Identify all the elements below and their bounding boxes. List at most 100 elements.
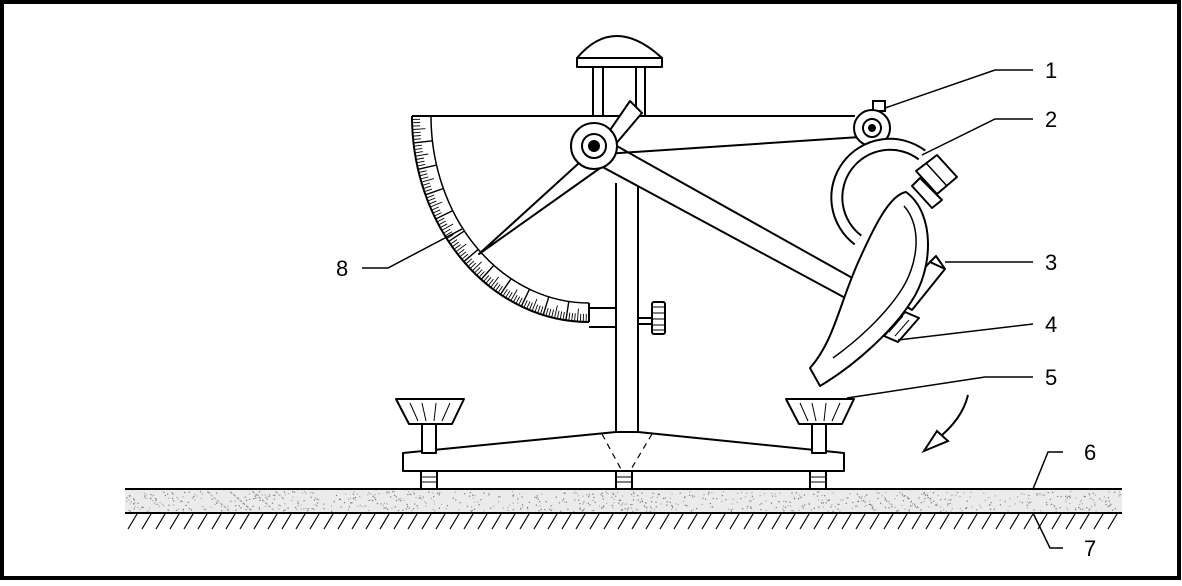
surface-speckle <box>1051 504 1052 505</box>
surface-speckle <box>216 493 217 494</box>
surface-speckle <box>653 493 654 494</box>
surface-speckle <box>901 492 902 493</box>
surface-speckle <box>403 500 404 501</box>
surface-speckle <box>578 495 579 496</box>
surface-speckle <box>539 501 540 502</box>
surface-speckle <box>1093 500 1094 501</box>
surface-speckle <box>420 498 421 499</box>
surface-speckle <box>628 507 629 508</box>
surface-speckle <box>752 496 753 497</box>
surface-speckle <box>471 506 472 507</box>
surface-speckle <box>732 508 733 509</box>
surface-speckle <box>772 496 773 497</box>
hatch-line <box>478 514 487 529</box>
surface-speckle <box>915 506 916 507</box>
surface-speckle <box>1050 499 1051 500</box>
surface-speckle <box>938 495 939 496</box>
surface-speckle <box>897 495 898 496</box>
surface-speckle <box>519 493 520 494</box>
surface-speckle <box>972 506 973 507</box>
surface-speckle <box>983 493 984 494</box>
surface-speckle <box>419 497 420 498</box>
surface-speckle <box>753 498 754 499</box>
surface-speckle <box>566 502 567 503</box>
surface-speckle <box>766 510 767 511</box>
surface-speckle <box>965 508 966 509</box>
callout-7: 7 <box>1084 536 1096 561</box>
surface-speckle <box>373 496 374 497</box>
surface-speckle <box>602 496 603 497</box>
surface-speckle <box>276 492 277 493</box>
surface-speckle <box>421 499 422 500</box>
surface-speckle <box>630 504 631 505</box>
surface-speckle <box>852 502 853 503</box>
hatch-line <box>1052 514 1061 529</box>
hatch-line <box>898 514 907 529</box>
surface-speckle <box>150 498 151 499</box>
surface-speckle <box>193 496 194 497</box>
surface-speckle <box>1086 507 1087 508</box>
hatch-line <box>282 514 291 529</box>
surface-speckle <box>259 507 260 508</box>
surface-speckle <box>631 494 632 495</box>
surface-speckle <box>670 502 671 503</box>
surface-speckle <box>995 495 996 496</box>
surface-speckle <box>916 507 917 508</box>
surface-speckle <box>928 506 929 507</box>
hatch-line <box>1024 514 1033 529</box>
surface-speckle <box>951 495 952 496</box>
surface-speckle <box>354 491 355 492</box>
surface-speckle <box>527 507 528 508</box>
surface-speckle <box>1041 494 1042 495</box>
surface-speckle <box>914 504 915 505</box>
surface-speckle <box>651 497 652 498</box>
surface-speckle <box>894 498 895 499</box>
surface-speckle <box>307 510 308 511</box>
surface-speckle <box>441 504 442 505</box>
surface-speckle <box>783 506 784 507</box>
surface-speckle <box>230 501 231 502</box>
surface-speckle <box>447 505 448 506</box>
surface-speckle <box>592 494 593 495</box>
surface-speckle <box>994 509 995 510</box>
surface-speckle <box>622 504 623 505</box>
surface-speckle <box>952 508 953 509</box>
surface-speckle <box>949 499 950 500</box>
surface-speckle <box>142 507 143 508</box>
surface-speckle <box>249 508 250 509</box>
surface-speckle <box>859 496 860 497</box>
surface-speckle <box>675 503 676 504</box>
surface-speckle <box>882 495 883 496</box>
surface-speckle <box>652 496 653 497</box>
surface-speckle <box>1028 498 1029 499</box>
callout-2: 2 <box>1045 107 1057 132</box>
surface-speckle <box>509 505 510 506</box>
surface-speckle <box>409 494 410 495</box>
hatch-line <box>128 514 137 529</box>
surface-speckle <box>921 494 922 495</box>
surface-speckle <box>579 503 580 504</box>
hatch-line <box>786 514 795 529</box>
surface-speckle <box>602 507 603 508</box>
surface-speckle <box>703 494 704 495</box>
surface-speckle <box>1022 502 1023 503</box>
surface-speckle <box>603 505 604 506</box>
surface-speckle <box>402 510 403 511</box>
surface-speckle <box>760 495 761 496</box>
surface-speckle <box>593 510 594 511</box>
surface-speckle <box>689 495 690 496</box>
scale-tick <box>580 314 581 322</box>
surface-speckle <box>1075 509 1076 510</box>
surface-speckle <box>374 494 375 495</box>
surface-speckle <box>564 493 565 494</box>
surface-speckle <box>633 493 634 494</box>
top-head <box>577 36 662 116</box>
surface-speckle <box>246 500 247 501</box>
swing-direction-arrow <box>924 395 968 451</box>
surface-speckle <box>710 503 711 504</box>
hatch-line <box>884 514 893 529</box>
surface-speckle <box>503 507 504 508</box>
surface-speckle <box>426 503 427 504</box>
surface-speckle <box>247 506 248 507</box>
